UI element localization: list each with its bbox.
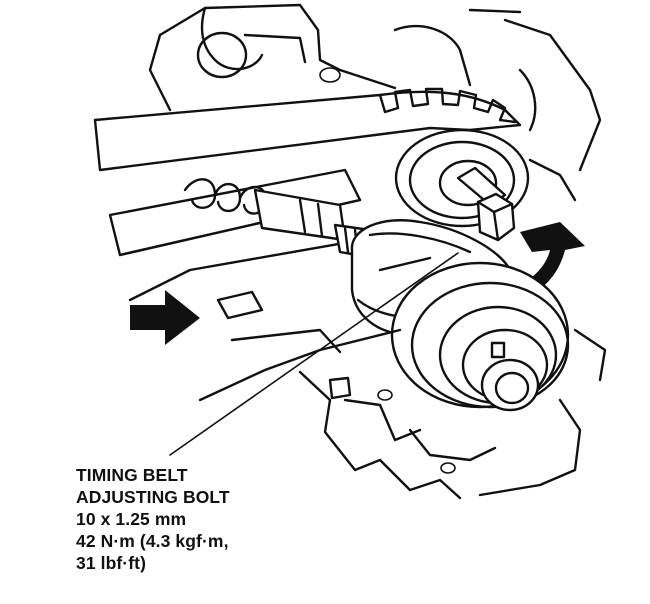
label-line-5: 31 lbf·ft)	[76, 553, 147, 573]
label-line-1: TIMING BELT	[76, 465, 188, 485]
push-direction-arrow	[130, 290, 200, 345]
adjusting-bolt-spec-label: TIMING BELT ADJUSTING BOLT 10 x 1.25 mm …	[76, 464, 336, 574]
label-line-3: 10 x 1.25 mm	[76, 509, 187, 529]
label-line-2: ADJUSTING BOLT	[76, 487, 230, 507]
upper-pulley	[394, 128, 577, 242]
label-line-4: 42 N·m (4.3 kgf·m,	[76, 531, 229, 551]
engine-block-upper	[148, 3, 602, 172]
crank-pulley	[390, 261, 570, 412]
engine-block-lower	[169, 252, 607, 500]
timing-belt	[93, 87, 522, 302]
